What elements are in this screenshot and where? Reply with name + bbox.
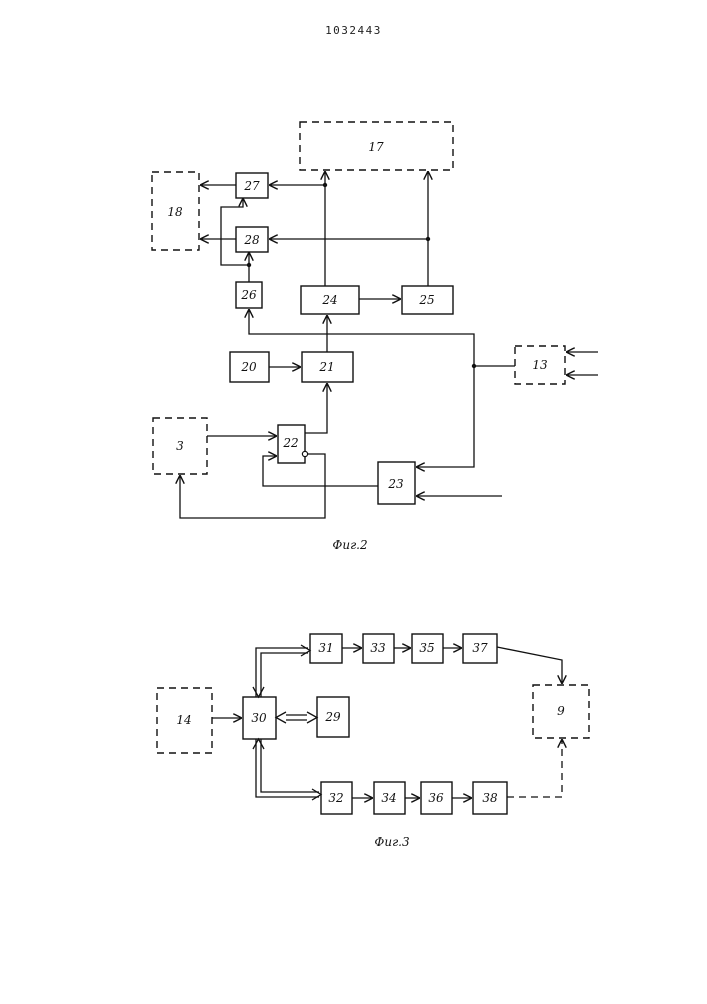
block-34-label: 34 xyxy=(381,791,396,805)
block-30-label: 30 xyxy=(251,711,267,725)
block-3: 3 xyxy=(153,418,207,474)
block-29-label: 29 xyxy=(324,710,341,724)
block-14-label: 14 xyxy=(176,713,191,727)
block-36: 36 xyxy=(421,782,452,814)
block-35: 35 xyxy=(412,634,443,663)
block-28-label: 28 xyxy=(243,233,260,247)
block-31: 31 xyxy=(310,634,342,663)
figure-2-caption: Фиг.2 xyxy=(332,538,367,552)
block-18: 18 xyxy=(152,172,199,250)
block-35-label: 35 xyxy=(419,641,434,655)
block-32-label: 32 xyxy=(328,791,343,805)
block-24: 24 xyxy=(301,286,359,314)
block-18-label: 18 xyxy=(167,205,183,219)
block-21-label: 21 xyxy=(318,360,334,374)
block-24-label: 24 xyxy=(321,293,337,307)
block-20: 20 xyxy=(230,352,269,382)
block-32: 32 xyxy=(321,782,352,814)
block-23: 23 xyxy=(378,462,415,504)
block-26-label: 26 xyxy=(240,288,257,302)
block-25: 25 xyxy=(402,286,453,314)
block-20-label: 20 xyxy=(240,360,257,374)
block-26: 26 xyxy=(236,282,262,308)
block-33: 33 xyxy=(363,634,394,663)
block-27: 27 xyxy=(236,173,268,198)
block-29: 29 xyxy=(317,697,349,737)
figure-3-caption: Фиг.3 xyxy=(374,835,410,849)
block-36-label: 36 xyxy=(428,791,444,805)
block-37: 37 xyxy=(463,634,497,663)
block-9: 9 xyxy=(533,685,589,738)
block-9-label: 9 xyxy=(557,704,565,718)
block-34: 34 xyxy=(374,782,405,814)
figure-3: 31 33 35 37 14 30 xyxy=(157,634,589,849)
block-38: 38 xyxy=(473,782,507,814)
figure-2: 17 18 27 28 26 24 xyxy=(152,122,598,552)
block-14: 14 xyxy=(157,688,212,753)
block-22-label: 22 xyxy=(282,436,298,450)
block-31-label: 31 xyxy=(318,641,333,655)
block-17-label: 17 xyxy=(368,140,384,154)
block-23-label: 23 xyxy=(387,477,404,491)
block-22: 22 xyxy=(278,425,308,463)
block-3-label: 3 xyxy=(176,439,184,453)
block-25-label: 25 xyxy=(418,293,434,307)
block-33-label: 33 xyxy=(370,641,386,655)
block-28: 28 xyxy=(236,227,268,252)
inverting-output-circle xyxy=(302,451,307,456)
document-number: 1032443 xyxy=(0,24,707,37)
block-21: 21 xyxy=(302,352,353,382)
block-13-label: 13 xyxy=(532,358,548,372)
block-30: 30 xyxy=(243,697,276,739)
block-38-label: 38 xyxy=(482,791,498,805)
block-13: 13 xyxy=(515,346,565,384)
block-17: 17 xyxy=(300,122,453,170)
block-37-label: 37 xyxy=(472,641,488,655)
block-27-label: 27 xyxy=(243,179,260,193)
